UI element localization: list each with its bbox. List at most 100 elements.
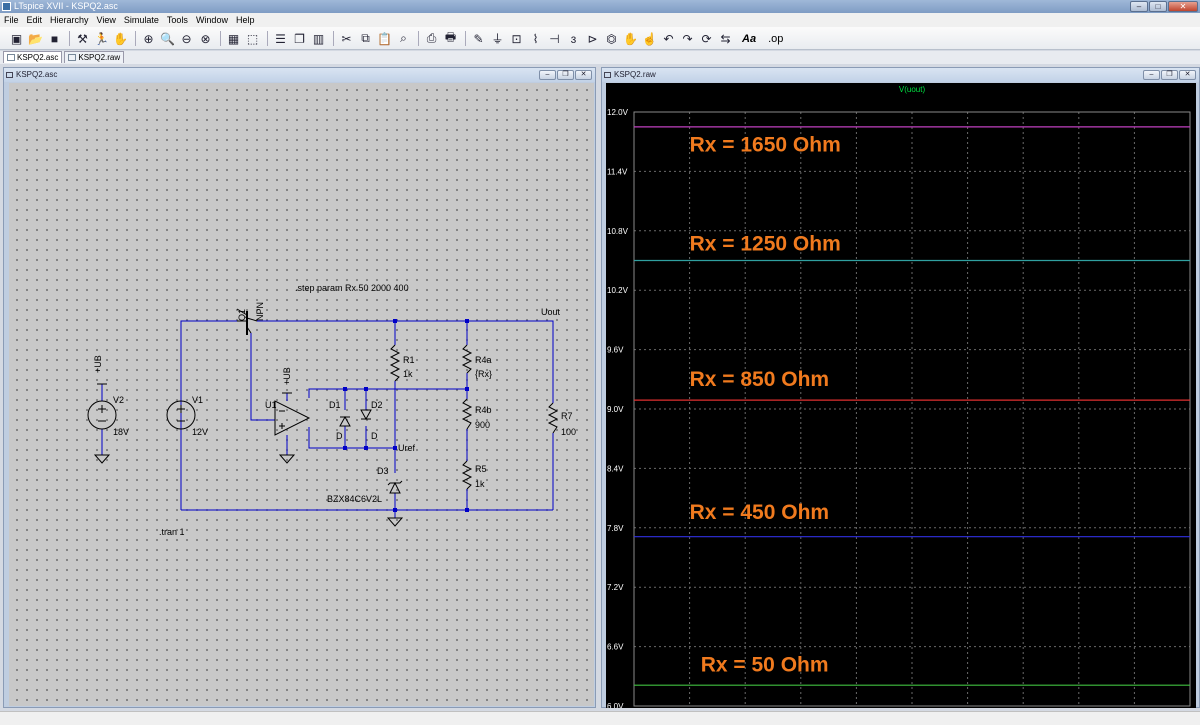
- schematic-canvas[interactable]: .step param Rx 50 2000 400 .tran 1 Uout …: [9, 83, 594, 706]
- plot-grid: [633, 111, 1191, 707]
- rx-annotation: Rx = 1650 Ohm: [690, 134, 841, 157]
- v1-label: V1: [192, 395, 203, 405]
- window-title: LTspice XVII - KSPQ2.asc: [14, 1, 118, 11]
- net-label-uout[interactable]: Uout: [541, 307, 561, 317]
- mirror-icon[interactable]: ⇆: [720, 31, 731, 46]
- paste-icon[interactable]: 📋: [377, 31, 392, 46]
- ub-u1-label: +UB: [282, 367, 292, 385]
- minimize-button[interactable]: –: [1143, 70, 1160, 80]
- y-tick-label: 6.6V: [607, 643, 624, 652]
- v1-value: 12V: [192, 427, 208, 437]
- restore-button[interactable]: ❐: [557, 70, 574, 80]
- v2-value: 18V: [113, 427, 129, 437]
- plot-border: [633, 111, 1191, 707]
- ground-icon[interactable]: ⏚: [491, 32, 504, 46]
- diode-icon[interactable]: ⊳: [587, 31, 598, 46]
- menu-window[interactable]: Window: [195, 15, 228, 25]
- copy-icon[interactable]: ⧉: [361, 31, 370, 45]
- new-schematic-icon[interactable]: ▣: [10, 31, 23, 46]
- q1-label: Q1: [237, 309, 247, 321]
- r5-value: 1k: [475, 479, 485, 489]
- menu-edit[interactable]: Edit: [26, 15, 43, 25]
- label-net-icon[interactable]: ⊡: [511, 31, 522, 46]
- menu-file[interactable]: File: [4, 15, 19, 25]
- components: [87, 308, 559, 527]
- trace-label[interactable]: V(uout): [899, 85, 926, 94]
- save-icon[interactable]: ■: [50, 31, 59, 46]
- print-setup-icon[interactable]: ⎙: [426, 31, 437, 45]
- zoom-out-icon[interactable]: ⊖: [181, 31, 192, 46]
- plot-tick-labels: 0.0s0.1s0.2s0.3s0.4s0.5s0.6s0.7s0.8s0.9s…: [607, 108, 1190, 719]
- inductor-icon[interactable]: ɜ: [570, 31, 577, 46]
- step-directive[interactable]: .step param Rx 50 2000 400: [295, 283, 409, 293]
- plot-annotations: Rx = 1650 Ohm Rx = 1250 Ohm Rx = 850 OhmRx…: [690, 134, 841, 677]
- capacitor-icon[interactable]: ⊣: [549, 31, 560, 46]
- menu-bar: File Edit Hierarchy View Simulate Tools …: [0, 13, 1200, 27]
- run-icon[interactable]: 🏃: [94, 31, 109, 46]
- undo-icon[interactable]: ↶: [663, 31, 674, 46]
- net-label-uref[interactable]: Uref: [398, 443, 416, 453]
- q1-model: NPN: [255, 302, 265, 321]
- schematic-icon: [6, 72, 13, 78]
- pan-hand-icon[interactable]: ✋: [113, 31, 128, 46]
- y-tick-label: 11.4V: [607, 167, 628, 176]
- r7-label: R7: [561, 411, 573, 421]
- rotate-icon[interactable]: ⟳: [701, 31, 712, 46]
- zoom-in-icon[interactable]: ⊕: [143, 31, 154, 46]
- menu-simulate[interactable]: Simulate: [123, 15, 159, 25]
- window-controls: – □ ✕: [1130, 1, 1198, 12]
- tile-vertical-icon[interactable]: ▥: [312, 31, 325, 46]
- tab-schematic[interactable]: KSPQ2.asc: [3, 51, 63, 63]
- control-panel-icon[interactable]: ⚒: [77, 31, 88, 46]
- open-folder-icon[interactable]: 📂: [28, 31, 43, 46]
- r4b-value: 900: [475, 420, 490, 430]
- waveform-window-titlebar: KSPQ2.raw – ❐ ✕: [602, 68, 1199, 82]
- text-tool-button[interactable]: Aa: [742, 32, 757, 45]
- cascade-icon[interactable]: ❐: [294, 31, 305, 46]
- plot-pane[interactable]: 0.0s0.1s0.2s0.3s0.4s0.5s0.6s0.7s0.8s0.9s…: [606, 83, 1196, 719]
- y-tick-label: 9.6V: [607, 346, 624, 355]
- maximize-button[interactable]: □: [1149, 1, 1167, 12]
- redo-icon[interactable]: ↷: [682, 31, 693, 46]
- fit-icon[interactable]: ⬚: [246, 31, 259, 46]
- move-icon[interactable]: ✋: [623, 31, 638, 46]
- u1-label: U1: [265, 400, 277, 410]
- r1-label: R1: [403, 355, 415, 365]
- rx-annotation: Rx = 450 Ohm: [690, 501, 829, 524]
- zoom-pan-icon[interactable]: 🔍: [160, 31, 175, 46]
- drag-icon[interactable]: ☝: [642, 31, 657, 46]
- menu-tools[interactable]: Tools: [166, 15, 188, 25]
- minimize-button[interactable]: –: [1130, 1, 1148, 12]
- menu-hierarchy[interactable]: Hierarchy: [50, 15, 89, 25]
- waveform-window: KSPQ2.raw – ❐ ✕ 0.0s0.1s0.2s0.3s0.4s0.5s…: [601, 67, 1200, 719]
- close-button[interactable]: ✕: [575, 70, 592, 80]
- restore-button[interactable]: ❐: [1161, 70, 1178, 80]
- tab-waveform[interactable]: KSPQ2.raw: [64, 51, 125, 63]
- status-bar: [0, 711, 1200, 725]
- tile-horizontal-icon[interactable]: ☰: [275, 31, 286, 46]
- y-tick-label: 12.0V: [607, 108, 629, 117]
- d3-label: D3: [377, 466, 389, 476]
- zoom-cancel-icon[interactable]: ⊗: [200, 31, 211, 46]
- y-tick-label: 9.0V: [607, 405, 624, 414]
- r4a-value: {Rx}: [475, 369, 492, 379]
- spice-directive-button[interactable]: .op: [768, 32, 784, 45]
- y-tick-label: 6.0V: [607, 702, 624, 708]
- document-tabs: KSPQ2.asc KSPQ2.raw: [0, 51, 1200, 64]
- close-button[interactable]: ✕: [1179, 70, 1196, 80]
- autorange-icon[interactable]: ▦: [227, 31, 240, 46]
- print-icon[interactable]: 🖶: [444, 30, 457, 44]
- cut-icon[interactable]: ✂: [341, 31, 352, 46]
- close-button[interactable]: ✕: [1168, 1, 1198, 12]
- menu-help[interactable]: Help: [235, 15, 255, 25]
- wire-icon[interactable]: ✎: [473, 31, 484, 46]
- schematic-labels: .step param Rx 50 2000 400 .tran 1 Uout …: [93, 283, 576, 537]
- resistor-icon[interactable]: ⌇: [532, 31, 539, 46]
- component-icon[interactable]: ⏣: [606, 31, 617, 46]
- rx-annotation: Rx = 1250 Ohm: [690, 233, 841, 256]
- tran-directive[interactable]: .tran 1: [159, 527, 185, 537]
- rx-annotation: Rx = 850 Ohm: [690, 368, 829, 391]
- menu-view[interactable]: View: [96, 15, 116, 25]
- minimize-button[interactable]: –: [539, 70, 556, 80]
- find-icon[interactable]: ⌕: [400, 31, 407, 45]
